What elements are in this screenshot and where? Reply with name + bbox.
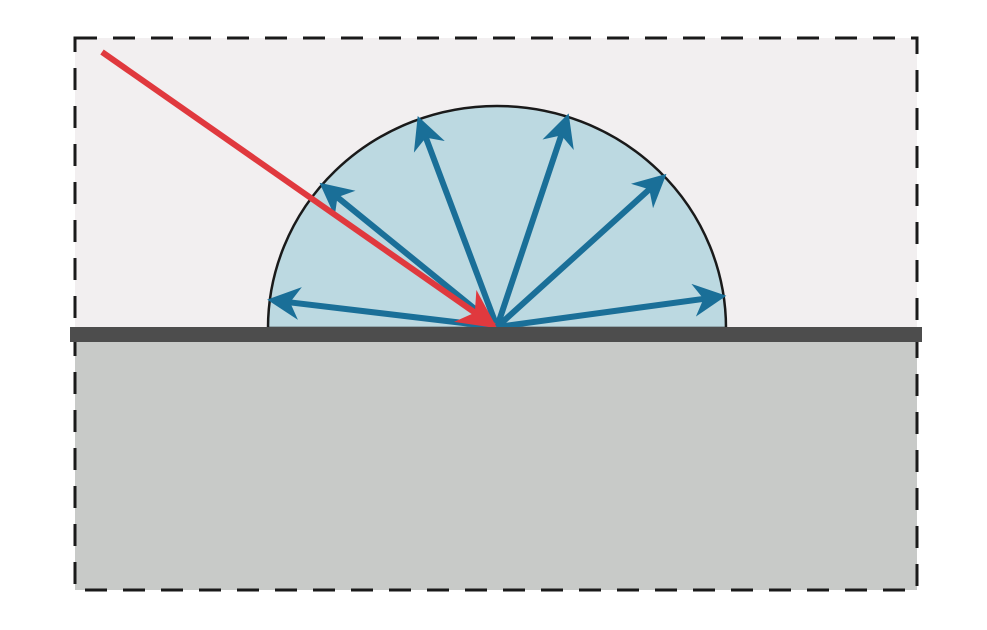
reflected-ray-arrow [496, 283, 727, 330]
scatter-lobe [266, 104, 728, 330]
substrate-region [75, 335, 917, 590]
reflected-ray-arrow [494, 113, 574, 328]
dashed-border [73, 36, 919, 592]
incident-ray [100, 49, 498, 329]
reflected-ray-arrow [494, 173, 667, 330]
reflecting-surface [70, 327, 922, 342]
